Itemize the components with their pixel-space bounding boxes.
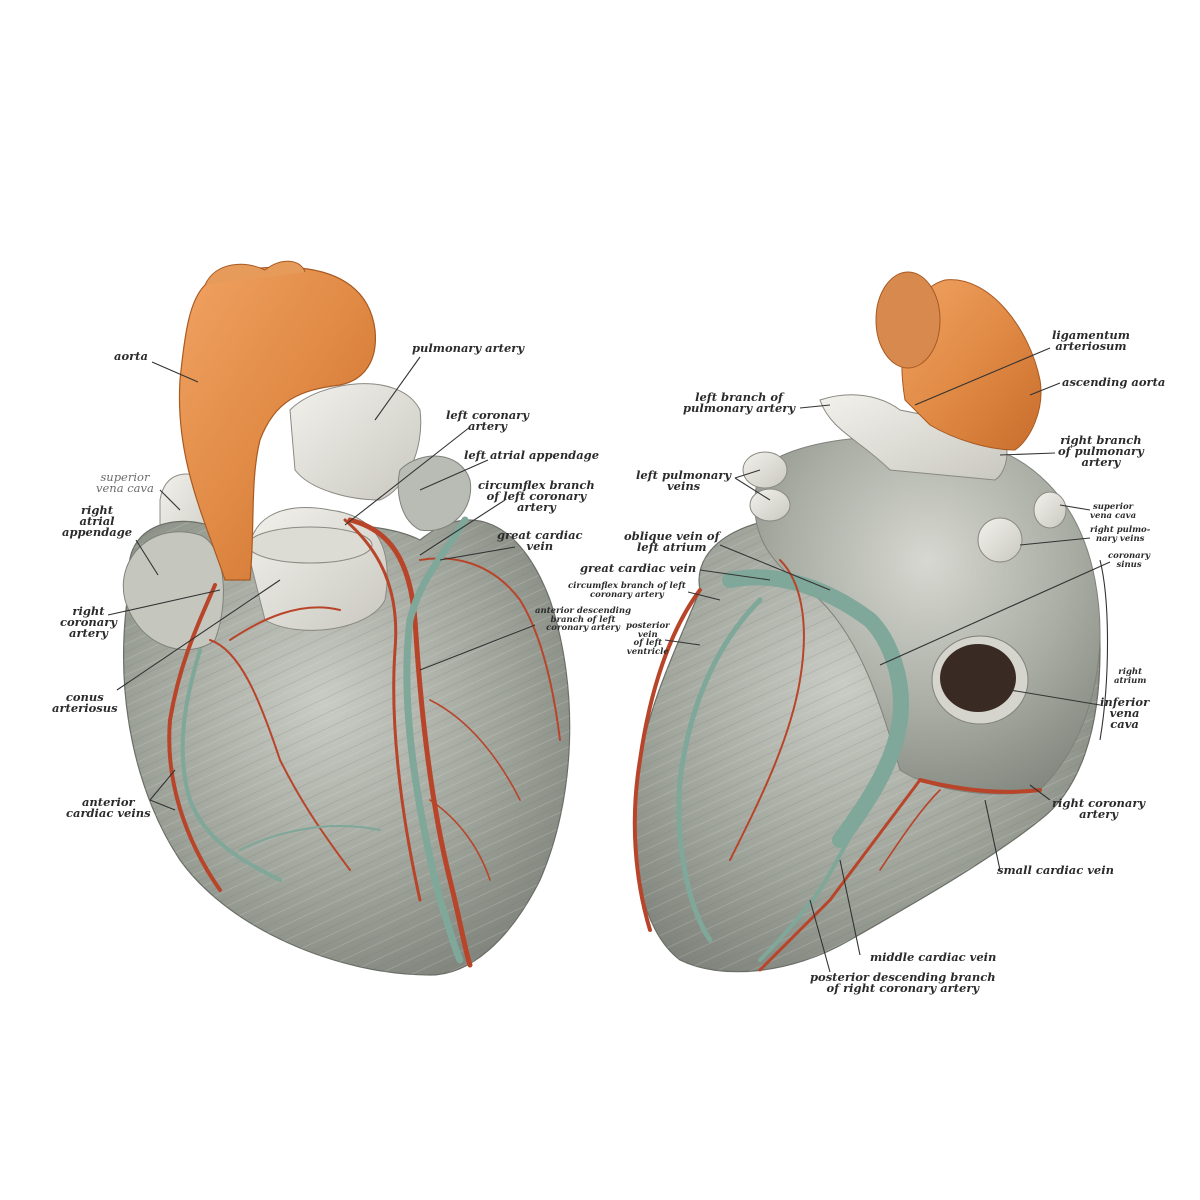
leader-lines [107, 347, 1111, 973]
label-coronary-sinus: coronary sinus [1108, 551, 1151, 570]
label-left-atrial-appendage: left atrial appendage [464, 448, 600, 462]
left-atrial-appendage-shape [397, 455, 472, 532]
label-small-cardiac-vein: small cardiac vein [997, 863, 1114, 877]
label-right-coronary-artery-right: right coronary artery [1052, 796, 1146, 821]
label-left-pulmonary-veins: left pulmonary veins [636, 468, 732, 493]
label-great-cardiac-vein-left: great cardiac vein [497, 528, 583, 553]
coronary-arteries-left [167, 517, 561, 968]
label-circumflex-branch-right: circumflex branch of left coronary arter… [568, 581, 686, 600]
posterior-heart [632, 271, 1101, 973]
label-inferior-vena-cava: inferior vena cava [1100, 695, 1150, 731]
label-left-coronary-artery: left coronary artery [446, 408, 529, 433]
label-anterior-descending-branch: anterior descending branch of left coron… [535, 606, 632, 633]
label-left-branch-pulmonary-artery: left branch of pulmonary artery [683, 390, 796, 415]
coronary-sinus-shape [722, 569, 909, 848]
label-right-atrial-appendage: right atrial appendage [62, 503, 133, 539]
label-middle-cardiac-vein: middle cardiac vein [870, 950, 997, 964]
label-anterior-cardiac-veins: anterior cardiac veins [66, 795, 151, 820]
label-superior-vena-cava-left: superior vena cava [96, 470, 154, 495]
cardiac-veins-right [676, 597, 902, 962]
pulmonary-artery-shape [289, 383, 422, 501]
coronary-arteries-right [632, 559, 1042, 972]
label-posterior-vein: posterior vein of left ventricle [626, 621, 670, 657]
label-right-atrium: right atrium [1114, 667, 1147, 686]
label-conus-arteriosus: conus arteriosus [52, 690, 118, 715]
label-ligamentum-arteriosum: ligamentum arteriosum [1052, 328, 1130, 353]
label-circumflex-branch-left: circumflex branch of left coronary arter… [478, 478, 595, 514]
anterior-heart [122, 260, 571, 976]
label-pulmonary-artery: pulmonary artery [412, 341, 525, 355]
label-aorta: aorta [114, 349, 148, 363]
label-oblique-vein: oblique vein of left atrium [624, 529, 720, 554]
label-superior-vena-cava-right: superior vena cava [1090, 502, 1137, 521]
label-posterior-descending-branch: posterior descending branch of right cor… [810, 970, 996, 995]
label-right-pulmonary-veins: right pulmo- nary veins [1090, 525, 1151, 544]
label-right-branch-pulmonary-artery: right branch of pulmonary artery [1058, 433, 1144, 469]
label-ascending-aorta: ascending aorta [1062, 375, 1166, 389]
pulmonary-artery-branches [819, 394, 1008, 481]
label-great-cardiac-vein-right: great cardiac vein [580, 561, 697, 575]
aorta-shape [178, 266, 377, 581]
pulmonary-vein-stubs [742, 451, 1067, 563]
label-right-coronary-artery-left: right coronary artery [60, 604, 117, 640]
cardiac-veins-left [180, 516, 469, 964]
